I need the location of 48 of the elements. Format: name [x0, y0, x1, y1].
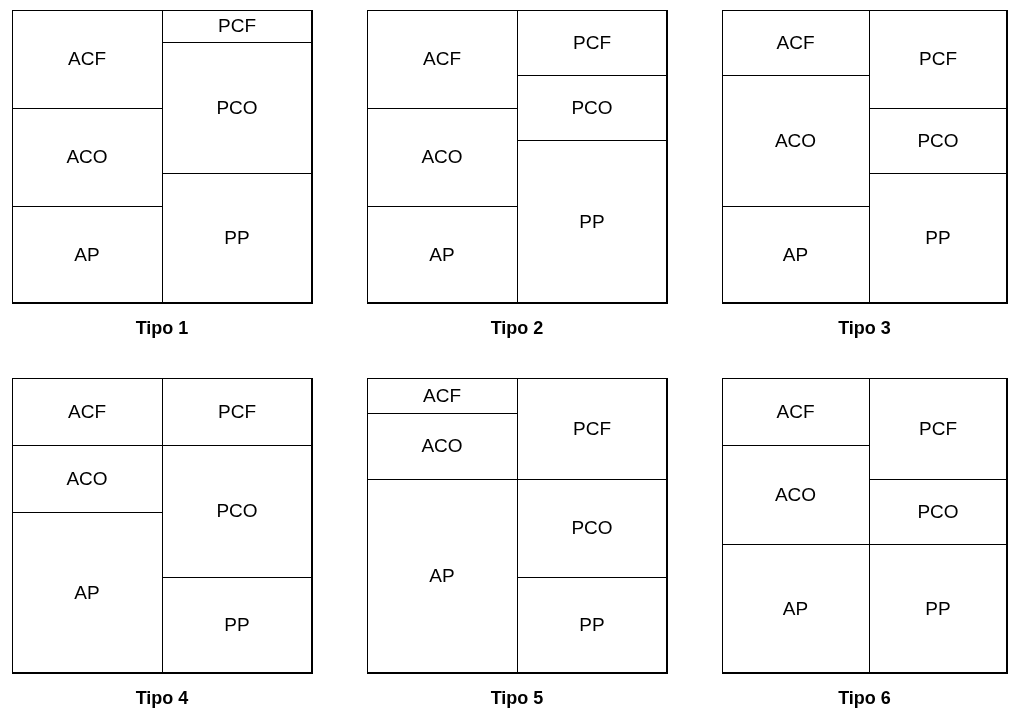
section-label: ACO [774, 483, 817, 506]
section-label: ACF [68, 400, 106, 423]
section-box [161, 172, 313, 304]
section-label: PP [925, 227, 951, 249]
section-box [868, 543, 1008, 674]
section-label: ACO [774, 129, 817, 152]
section-label: AP [429, 565, 455, 587]
section-label: ACO [66, 146, 108, 168]
section-label: ACO [421, 146, 463, 168]
section-label: PCF [573, 417, 611, 440]
section-label: AP [782, 243, 809, 266]
section-box [516, 576, 668, 674]
section-label: PP [224, 227, 250, 249]
section-label: AP [782, 597, 809, 620]
section-label: ACF [68, 48, 106, 70]
panel-caption: Tipo 2 [490, 318, 544, 339]
section-label: PCF [573, 31, 611, 54]
section-label: AP [429, 243, 455, 266]
section-label: PP [579, 614, 605, 636]
section-label: PP [224, 614, 250, 636]
panel-caption: Tipo 5 [490, 688, 544, 709]
section-label: ACO [421, 435, 463, 457]
section-label: ACF [776, 400, 815, 423]
section-label: PCF [218, 400, 256, 423]
section-label: PCF [919, 417, 957, 440]
section-label: AP [74, 243, 100, 266]
section-label: PP [579, 210, 605, 233]
section-box [516, 139, 668, 304]
section-label: PCF [218, 15, 256, 37]
section-label: ACF [423, 48, 461, 70]
section-label: PP [925, 597, 951, 620]
section-label: PCO [571, 96, 613, 119]
section-label: PCF [919, 48, 957, 70]
section-label: ACO [66, 467, 108, 490]
section-label: ACF [776, 31, 815, 54]
panel-caption: Tipo 4 [135, 688, 189, 709]
section-label: PCO [571, 517, 613, 539]
panel-caption: Tipo 1 [135, 318, 189, 339]
section-label: ACF [423, 384, 461, 407]
section-label: PCO [917, 129, 959, 152]
panel-caption: Tipo 6 [838, 688, 891, 709]
section-label: PCO [917, 500, 959, 523]
section-box [868, 172, 1008, 304]
section-label: PCO [216, 96, 258, 119]
section-box [161, 576, 313, 674]
panel-caption: Tipo 3 [838, 318, 891, 339]
section-label: AP [74, 581, 100, 604]
section-label: PCO [216, 500, 258, 522]
